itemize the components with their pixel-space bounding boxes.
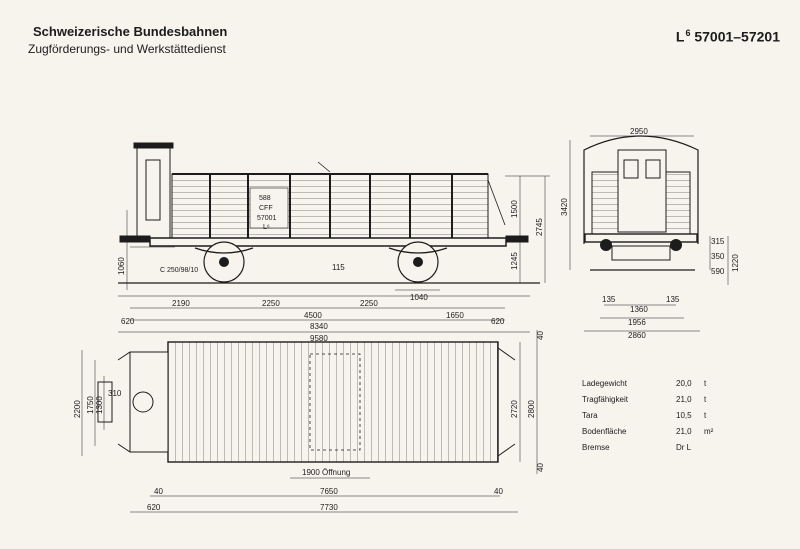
dim-40-right: 40 [494, 487, 503, 496]
spec-unit-bodenflaeche: m² [704, 427, 714, 436]
frame-note: C 250/98/10 [160, 267, 198, 274]
dim-2950: 2950 [630, 127, 648, 136]
dim-315: 315 [711, 237, 725, 246]
dim-1040: 1040 [410, 293, 428, 302]
organization-title: Schweizerische Bundesbahnen [33, 24, 228, 39]
dim-2720: 2720 [510, 400, 519, 418]
cabin-roof [133, 142, 174, 149]
end-cabin [617, 149, 667, 233]
spec-label-tragfaehigkeit: Tragfähigkeit [582, 395, 629, 404]
car-marking-number: 57001 [257, 215, 277, 222]
plan-view-dimensions [81, 330, 538, 513]
brake-cabin [136, 146, 171, 242]
dim-2200: 2200 [73, 400, 82, 418]
dim-620-right: 620 [491, 317, 505, 326]
end-view-dimensions [569, 135, 729, 332]
wagon-class-letter: L [675, 28, 685, 45]
spec-unit-tragfaehigkeit: t [704, 395, 707, 404]
spec-table: Ladegewicht 20,0 t Tragfähigkeit 21,0 t … [582, 379, 714, 452]
wagon-number-range: 57001–57201 [694, 28, 780, 45]
department-subtitle: Zugförderungs- und Werkstättedienst [28, 42, 226, 56]
dim-620-plan: 620 [147, 503, 161, 512]
spec-value-ladegewicht: 20,0 [676, 379, 692, 388]
dim-310: 310 [108, 389, 122, 398]
dim-3420: 3420 [560, 198, 569, 216]
buffer-right [505, 235, 529, 243]
spec-value-bremse: Dr L [676, 443, 692, 452]
dim-1360: 1360 [630, 305, 648, 314]
dim-135-left: 135 [602, 295, 616, 304]
spec-value-tragfaehigkeit: 21,0 [676, 395, 692, 404]
dim-1245: 1245 [510, 252, 519, 270]
spec-value-tara: 10,5 [676, 411, 692, 420]
buffer-left [119, 235, 151, 243]
dim-620-left: 620 [121, 317, 135, 326]
dim-1650: 1650 [446, 311, 464, 320]
underframe [149, 237, 507, 247]
cabin-door [145, 159, 161, 221]
dim-1220: 1220 [731, 254, 740, 272]
spec-label-ladegewicht: Ladegewicht [582, 379, 628, 388]
dim-590: 590 [711, 267, 725, 276]
marking-panel [249, 187, 289, 229]
spec-unit-ladegewicht: t [704, 379, 707, 388]
dim-2860: 2860 [628, 331, 646, 340]
dim-1956: 1956 [628, 318, 646, 327]
spec-value-bodenflaeche: 21,0 [676, 427, 692, 436]
dim-2250-a: 2250 [262, 299, 280, 308]
dim-115: 115 [332, 263, 345, 272]
car-marking-cff: CFF [259, 205, 273, 212]
side-view [118, 142, 540, 284]
car-marking-588: 588 [259, 195, 271, 202]
dim-2190: 2190 [172, 299, 190, 308]
dim-1900-opening: 1900 Öffnung [302, 468, 350, 477]
wagon-class-superscript: 6 [685, 28, 691, 38]
dim-7650: 7650 [320, 487, 338, 496]
dim-40-bottom: 40 [536, 463, 545, 472]
spec-label-bremse: Bremse [582, 443, 610, 452]
dim-1500: 1500 [510, 200, 519, 218]
dim-40-left: 40 [154, 487, 163, 496]
car-marking-class: L⁶ [263, 224, 270, 231]
dim-1300: 1300 [95, 396, 104, 414]
spec-unit-tara: t [704, 411, 707, 420]
dim-2800: 2800 [527, 400, 536, 418]
dim-4500: 4500 [304, 311, 322, 320]
end-underframe [584, 233, 698, 243]
plan-view [97, 341, 516, 463]
floor-planks [167, 341, 499, 463]
spec-label-bodenflaeche: Bodenfläche [582, 427, 627, 436]
end-view [583, 135, 699, 271]
dim-8340: 8340 [310, 322, 328, 331]
spec-label-tara: Tara [582, 411, 598, 420]
dim-40-top: 40 [536, 331, 545, 340]
side-view-dimensions [118, 175, 550, 333]
dim-9580: 9580 [310, 334, 328, 343]
dim-2250-b: 2250 [360, 299, 378, 308]
dim-2745: 2745 [535, 218, 544, 236]
dim-135-right: 135 [666, 295, 680, 304]
dim-350: 350 [711, 252, 725, 261]
dim-1060: 1060 [117, 257, 126, 275]
wagon-class-title: L6 57001–57201 [676, 28, 780, 45]
dim-7730: 7730 [320, 503, 338, 512]
dim-1750: 1750 [86, 396, 95, 414]
